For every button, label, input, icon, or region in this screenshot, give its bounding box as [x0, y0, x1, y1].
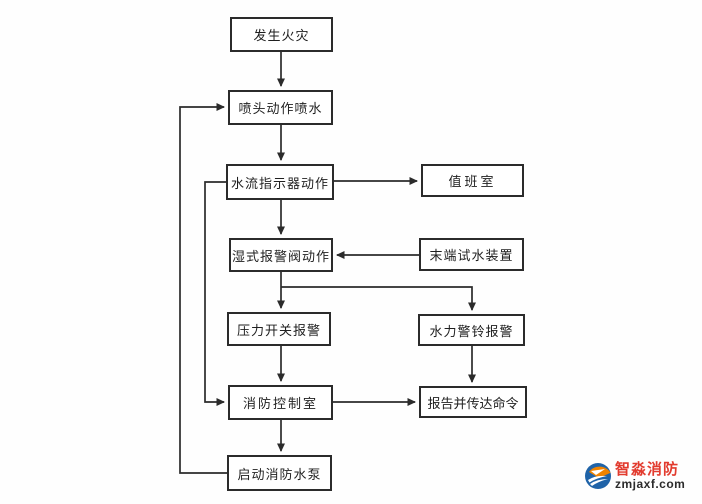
node-start-fire-pump: 启动消防水泵: [227, 455, 332, 491]
node-report-and-relay-orders: 报告并传达命令: [419, 386, 527, 418]
node-water-flow-indicator-label: 水流指示器动作: [230, 175, 329, 191]
node-end-test-device-label: 末端试水装置: [429, 248, 514, 263]
node-duty-room-label: 值班室: [448, 174, 497, 189]
node-pressure-switch-alarm-label: 压力开关报警: [236, 322, 321, 338]
node-start-fire-pump-label: 启动消防水泵: [237, 466, 322, 482]
node-wet-alarm-valve: 湿式报警阀动作: [229, 238, 333, 272]
node-pressure-switch-alarm: 压力开关报警: [227, 312, 331, 346]
brand-name: 智淼消防: [615, 461, 680, 478]
node-duty-room: 值班室: [421, 164, 524, 197]
watermark-text: 智淼消防 zmjaxf.com: [615, 462, 685, 490]
node-fire-occurs-label: 发生火灾: [253, 28, 310, 43]
node-report-and-relay-orders-label: 报告并传达命令: [427, 395, 519, 411]
node-fire-control-room: 消防控制室: [228, 385, 333, 420]
node-fire-control-room-label: 消防控制室: [242, 396, 318, 411]
node-end-test-device: 末端试水装置: [419, 238, 524, 271]
brand-domain: zmjaxf.com: [615, 476, 686, 491]
node-hydraulic-alarm-bell-label: 水力警铃报警: [429, 323, 514, 339]
node-hydraulic-alarm-bell: 水力警铃报警: [418, 314, 525, 346]
zhimiao-logo-icon: [585, 463, 611, 490]
node-wet-alarm-valve-label: 湿式报警阀动作: [231, 248, 330, 264]
brand-watermark: 智淼消防 zmjaxf.com: [585, 462, 685, 490]
node-sprinkler-activates-label: 喷头动作喷水: [238, 101, 323, 116]
node-sprinkler-activates: 喷头动作喷水: [228, 90, 333, 125]
node-fire-occurs: 发生火灾: [230, 17, 333, 52]
node-water-flow-indicator: 水流指示器动作: [226, 164, 334, 200]
